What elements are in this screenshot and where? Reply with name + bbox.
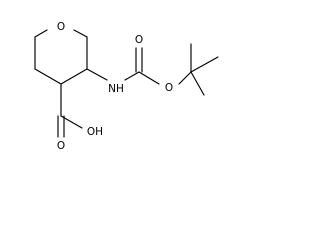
amine-nh-label: NH bbox=[108, 83, 124, 95]
bond-lines bbox=[34, 29, 219, 138]
molecule-structure: O O O NH OH O bbox=[34, 21, 219, 152]
carbonyl-oxygen-label: O bbox=[135, 34, 143, 46]
atom-labels: O O O NH OH O bbox=[57, 21, 173, 152]
bond bbox=[138, 71, 160, 85]
acid-oh-label: OH bbox=[87, 126, 103, 138]
bond bbox=[86, 68, 108, 81]
bond bbox=[178, 71, 192, 85]
bond bbox=[60, 115, 83, 129]
ester-oxygen-label: O bbox=[165, 82, 173, 94]
bond bbox=[190, 71, 205, 96]
bond bbox=[73, 29, 88, 38]
bond bbox=[34, 68, 62, 85]
bond bbox=[190, 56, 219, 73]
ring-oxygen-label: O bbox=[57, 21, 65, 33]
bond bbox=[60, 68, 88, 85]
acid-carbonyl-oxygen-label: O bbox=[57, 140, 65, 152]
bond bbox=[34, 29, 48, 38]
bond bbox=[124, 71, 140, 81]
